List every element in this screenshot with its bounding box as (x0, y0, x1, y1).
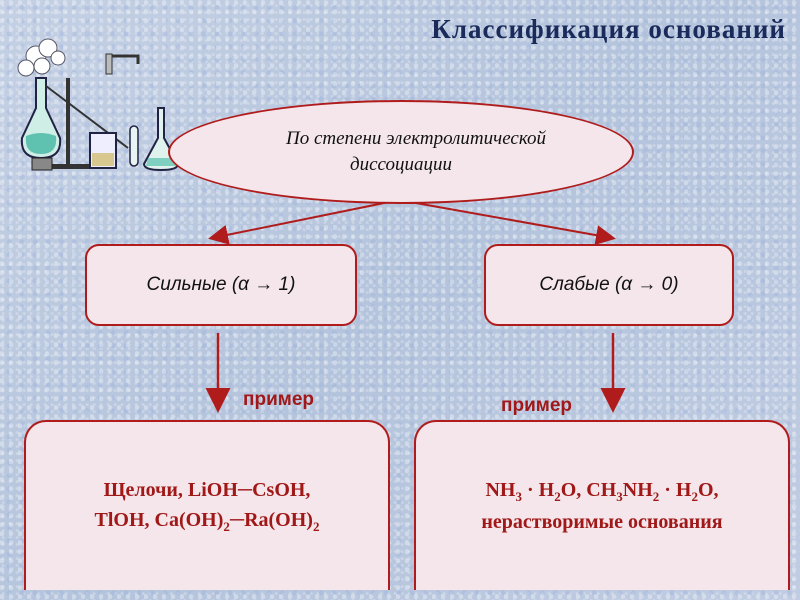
strong-examples-line-2: TlOH, Ca(OH)2─Ra(OH)2 (94, 509, 320, 535)
strong-examples-box: Щелочи, LiOH─CsOH, TlOH, Ca(OH)2─Ra(OH)2 (24, 420, 390, 590)
example-label-left: пример (243, 389, 314, 410)
example-label-right: пример (501, 395, 572, 416)
root-line-1: По степени электролитической (286, 128, 546, 150)
strong-bases-node: Сильные (α → 1) (85, 244, 357, 326)
weak-bases-node: Слабые (α → 0) (484, 244, 734, 326)
page-title: Классификация оснований (431, 14, 786, 44)
weak-examples-line-2: нерастворимые основания (481, 510, 723, 533)
weak-examples-line-1: NH3 · H2O, CH3NH2 · H2O, (485, 479, 719, 505)
weak-examples-box: NH3 · H2O, CH3NH2 · H2O, нерастворимые о… (414, 420, 790, 590)
root-line-2: диссоциации (349, 154, 452, 175)
strong-examples-line-1: Щелочи, LiOH─CsOH, (103, 479, 311, 502)
root-node-dissociation: По степени электролитической диссоциации (168, 100, 634, 204)
